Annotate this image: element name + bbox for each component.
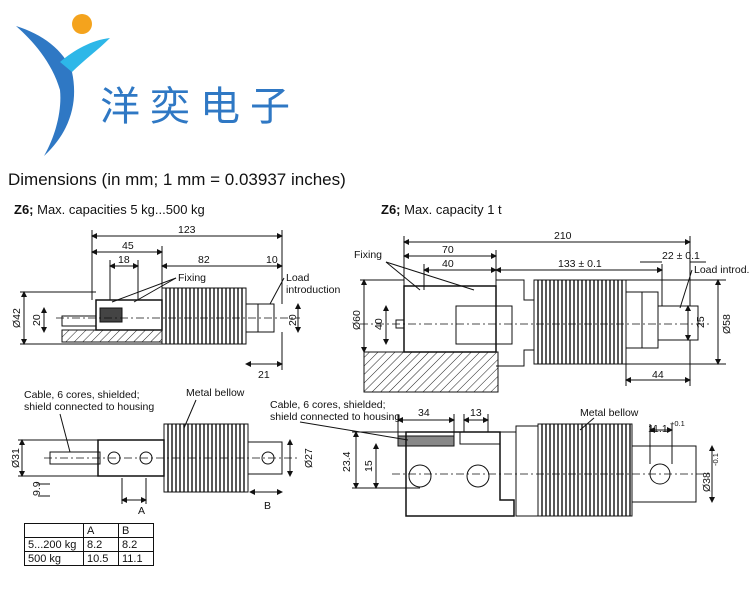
left-dim-27: Ø27 xyxy=(303,448,315,468)
right-dim-15: 15 xyxy=(363,460,375,472)
left-dim-10: 10 xyxy=(266,254,278,266)
right-side-view xyxy=(363,279,699,393)
brand-name: 洋奕电子 xyxy=(100,84,300,130)
right-dim-25: 25 xyxy=(695,316,707,328)
right-fixing-label: Fixing xyxy=(354,249,382,261)
dimensions-heading: Dimensions (in mm; 1 mm = 0.03937 inches… xyxy=(8,170,346,189)
right-model: Z6; xyxy=(381,202,401,217)
table-cell: 5...200 kg xyxy=(24,537,84,552)
right-cable-label-1: Cable, 6 cores, shielded; xyxy=(270,399,386,411)
table-cell xyxy=(24,523,84,538)
left-load-label-1: Load xyxy=(286,272,310,284)
right-dim-58: Ø58 xyxy=(721,314,733,334)
table-cell: B xyxy=(118,523,154,538)
table-cell: 8.2 xyxy=(83,537,119,552)
table-cell: 500 kg xyxy=(24,551,84,566)
capacity-table: A B 5...200 kg 8.2 8.2 500 kg 10.5 11.1 xyxy=(24,523,154,566)
left-dim-31: Ø31 xyxy=(10,448,22,468)
right-caption: Z6; Max. capacity 1 t xyxy=(381,202,502,217)
right-dim-11-1: 11.1 xyxy=(648,423,668,435)
brand-logo-icon xyxy=(16,14,110,156)
left-dim-123: 123 xyxy=(178,224,196,236)
right-dim-210: 210 xyxy=(554,230,572,242)
left-label-a: A xyxy=(138,505,145,517)
right-dim-70: 70 xyxy=(442,244,454,256)
right-tol-11-1: +0.1 xyxy=(670,419,685,428)
left-cable-label-1: Cable, 6 cores, shielded; xyxy=(24,389,140,401)
right-dim-40b: 40 xyxy=(373,318,385,330)
left-dim-42: Ø42 xyxy=(11,308,23,328)
right-top-view xyxy=(397,423,697,517)
table-row: A B xyxy=(24,523,154,538)
left-fixing-label: Fixing xyxy=(178,272,206,284)
left-dim-82: 82 xyxy=(198,254,210,266)
right-dim-44: 44 xyxy=(652,369,664,381)
left-model: Z6; xyxy=(14,202,34,217)
right-dim-13: 13 xyxy=(470,407,482,419)
right-dim-34: 34 xyxy=(418,407,430,419)
right-dim-23-4: 23.4 xyxy=(341,451,353,472)
left-dim-9-9: 9.9 xyxy=(31,481,43,496)
left-cable-label-2: shield connected to housing xyxy=(24,401,154,413)
left-dim-20a: 20 xyxy=(31,314,43,326)
left-dim-18: 18 xyxy=(118,254,130,266)
left-bellow-label: Metal bellow xyxy=(186,387,245,399)
table-cell: 10.5 xyxy=(83,551,119,566)
table-cell: 11.1 xyxy=(118,551,154,566)
right-load-label: Load introd. xyxy=(694,264,749,276)
right-dim-133: 133 ± 0.1 xyxy=(558,258,602,270)
right-dim-22: 22 ± 0.1 xyxy=(662,250,700,262)
right-dim-40a: 40 xyxy=(442,258,454,270)
left-caption: Z6; Max. capacities 5 kg...500 kg xyxy=(14,202,205,217)
left-capacity: Max. capacities 5 kg...500 kg xyxy=(37,202,205,217)
left-dim-21: 21 xyxy=(258,369,270,381)
right-capacity: Max. capacity 1 t xyxy=(404,202,502,217)
right-dim-38: Ø38 xyxy=(701,472,713,492)
right-tol-38: -0.1 xyxy=(711,453,720,466)
left-dim-45: 45 xyxy=(122,240,134,252)
left-label-b: B xyxy=(264,500,271,512)
left-dim-20b: 20 xyxy=(287,314,299,326)
table-row: 5...200 kg 8.2 8.2 xyxy=(24,537,154,552)
right-cable-label-2: shield connected to housing xyxy=(270,411,400,423)
table-cell: A xyxy=(83,523,119,538)
table-cell: 8.2 xyxy=(118,537,154,552)
left-side-view xyxy=(61,287,275,345)
left-load-label-2: introduction xyxy=(286,284,340,296)
right-dim-60: Ø60 xyxy=(351,310,363,330)
table-row: 500 kg 10.5 11.1 xyxy=(24,551,154,566)
right-bellow-label: Metal bellow xyxy=(580,407,639,419)
